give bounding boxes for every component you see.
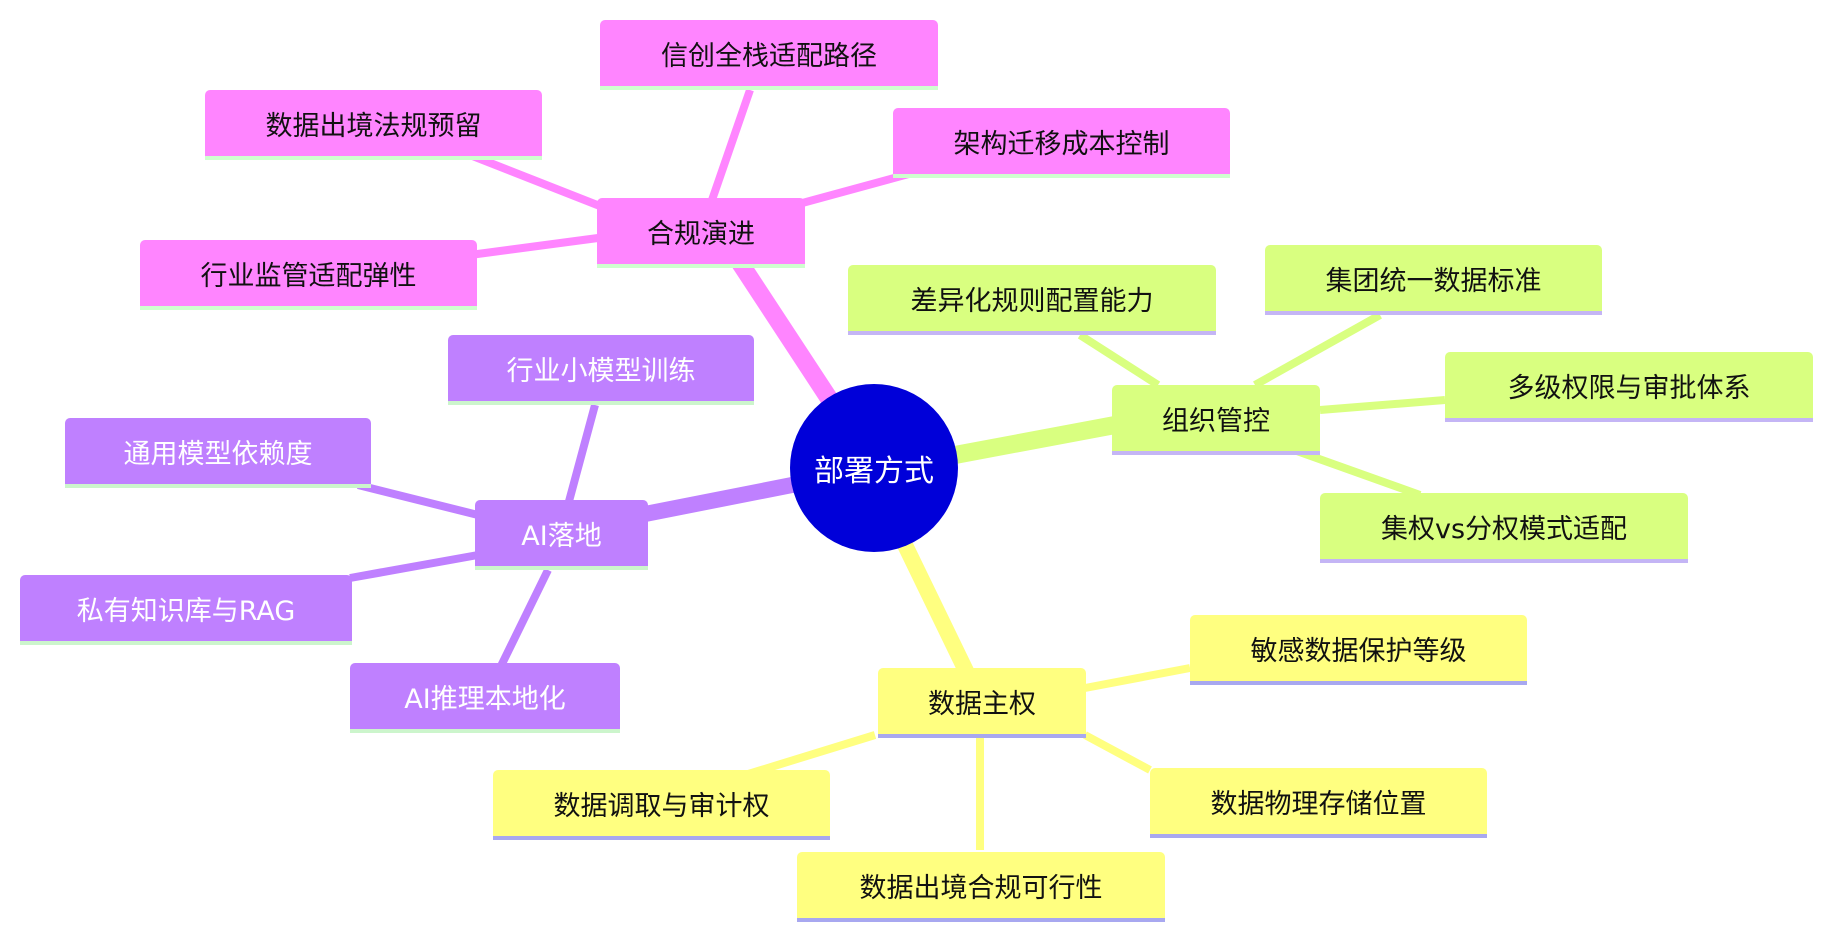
node-data-3[interactable]: 数据物理存储位置 [1150,768,1487,838]
branch-compliance-label: 合规演进 [647,218,755,250]
edge-compliance-4 [469,234,599,259]
center-label: 部署方式 [814,454,934,489]
node-org-1-label: 差异化规则配置能力 [910,285,1154,317]
center-node[interactable]: 部署方式 [790,384,958,552]
node-org-3[interactable]: 多级权限与审批体系 [1445,352,1813,422]
node-ai-3[interactable]: 私有知识库与RAG [20,575,352,645]
node-compliance-2[interactable]: 数据出境法规预留 [205,90,542,160]
node-data-2-label: 数据调取与审计权 [553,790,770,822]
node-org-3-label: 多级权限与审批体系 [1507,372,1751,404]
node-ai-1-label: 行业小模型训练 [506,355,696,387]
node-org-2-label: 集团统一数据标准 [1325,265,1542,297]
edge-data-1 [1084,664,1191,692]
node-ai-2-label: 通用模型依赖度 [123,438,313,470]
branch-org[interactable]: 组织管控 [1112,385,1320,455]
edge-data-2 [743,731,877,779]
edge-org-2 [1253,311,1382,389]
node-compliance-2-label: 数据出境法规预留 [265,110,482,142]
node-compliance-3-label: 架构迁移成本控制 [953,128,1170,160]
edge-ai-2 [357,481,479,519]
edge-data-3 [1083,731,1152,774]
branch-data-label: 数据主权 [928,688,1036,720]
node-ai-4-label: AI推理本地化 [404,683,566,715]
branch-compliance[interactable]: 合规演进 [597,198,805,268]
edge-ai-4 [496,568,552,670]
node-ai-4[interactable]: AI推理本地化 [350,663,620,733]
edge-ai-3 [349,551,479,582]
edge-center-data [897,537,976,683]
node-ai-2[interactable]: 通用模型依赖度 [65,418,371,488]
edge-compliance-2 [468,151,612,214]
node-ai-3-label: 私有知识库与RAG [76,595,296,627]
node-data-2[interactable]: 数据调取与审计权 [493,770,830,840]
edge-compliance-1 [708,88,754,202]
node-data-4-label: 数据出境合规可行性 [859,872,1103,904]
node-data-3-label: 数据物理存储位置 [1210,788,1427,820]
edge-center-org [946,416,1124,464]
node-compliance-4[interactable]: 行业监管适配弹性 [140,240,477,310]
node-compliance-3[interactable]: 架构迁移成本控制 [893,108,1230,178]
node-data-4[interactable]: 数据出境合规可行性 [797,852,1165,922]
node-compliance-1[interactable]: 信创全栈适配路径 [600,20,938,90]
node-data-1[interactable]: 敏感数据保护等级 [1190,615,1527,685]
branch-org-label: 组织管控 [1162,405,1270,437]
node-org-4[interactable]: 集权vs分权模式适配 [1320,493,1688,563]
edge-org-1 [1077,331,1161,389]
branch-ai[interactable]: AI落地 [475,500,648,570]
node-data-1-label: 敏感数据保护等级 [1250,635,1467,667]
node-compliance-4-label: 行业监管适配弹性 [200,260,417,292]
node-ai-1[interactable]: 行业小模型训练 [448,335,754,405]
branch-ai-label: AI落地 [521,520,602,552]
node-org-4-label: 集权vs分权模式适配 [1380,513,1628,545]
node-org-1[interactable]: 差异化规则配置能力 [848,265,1216,335]
edge-org-3 [1319,396,1446,414]
branch-data[interactable]: 数据主权 [878,668,1086,738]
node-compliance-1-label: 信创全栈适配路径 [661,40,877,72]
edge-center-ai [632,477,800,523]
node-org-2[interactable]: 集团统一数据标准 [1265,245,1602,315]
edge-ai-1 [564,403,599,507]
